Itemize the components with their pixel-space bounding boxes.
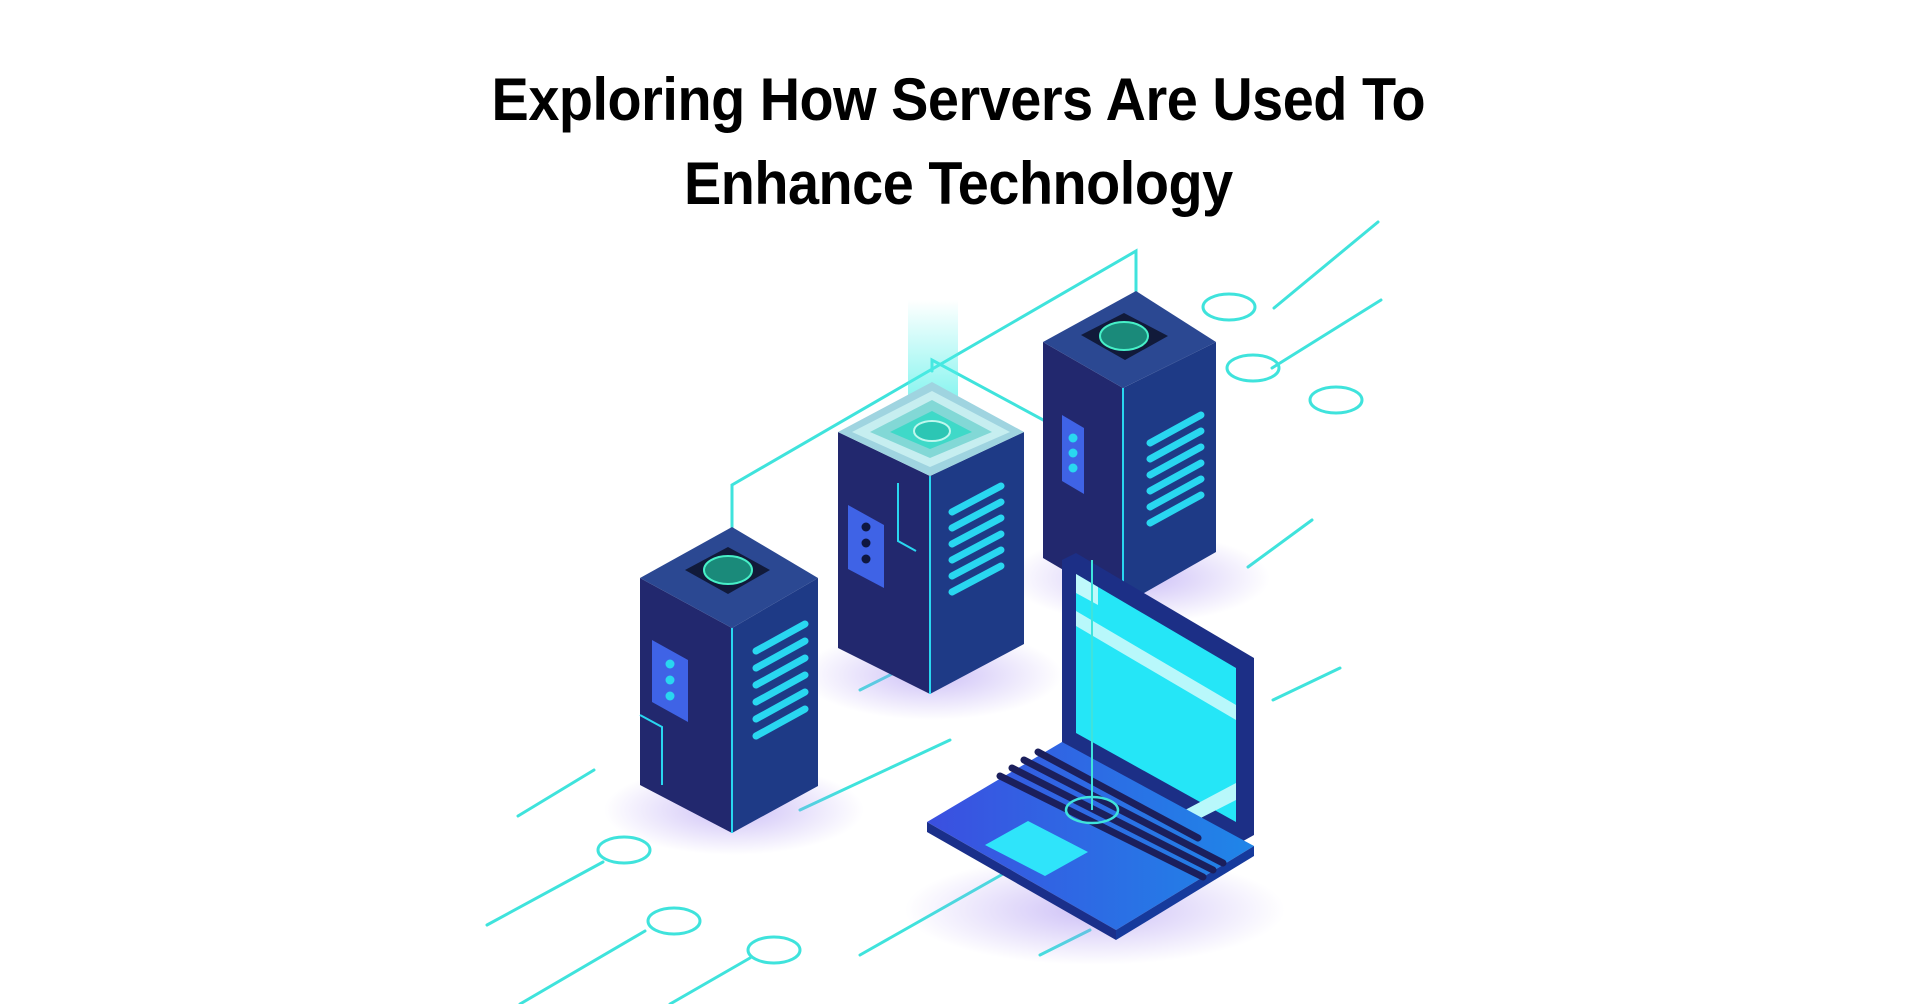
page-title: Exploring How Servers Are Used To Enhanc… [66,58,1852,226]
server-left [639,527,818,833]
title-line-1: Exploring How Servers Are Used To [491,66,1426,133]
server-right [1043,291,1216,605]
title-line-2: Enhance Technology [683,150,1233,217]
laptop [927,553,1254,940]
server-middle [838,300,1024,694]
